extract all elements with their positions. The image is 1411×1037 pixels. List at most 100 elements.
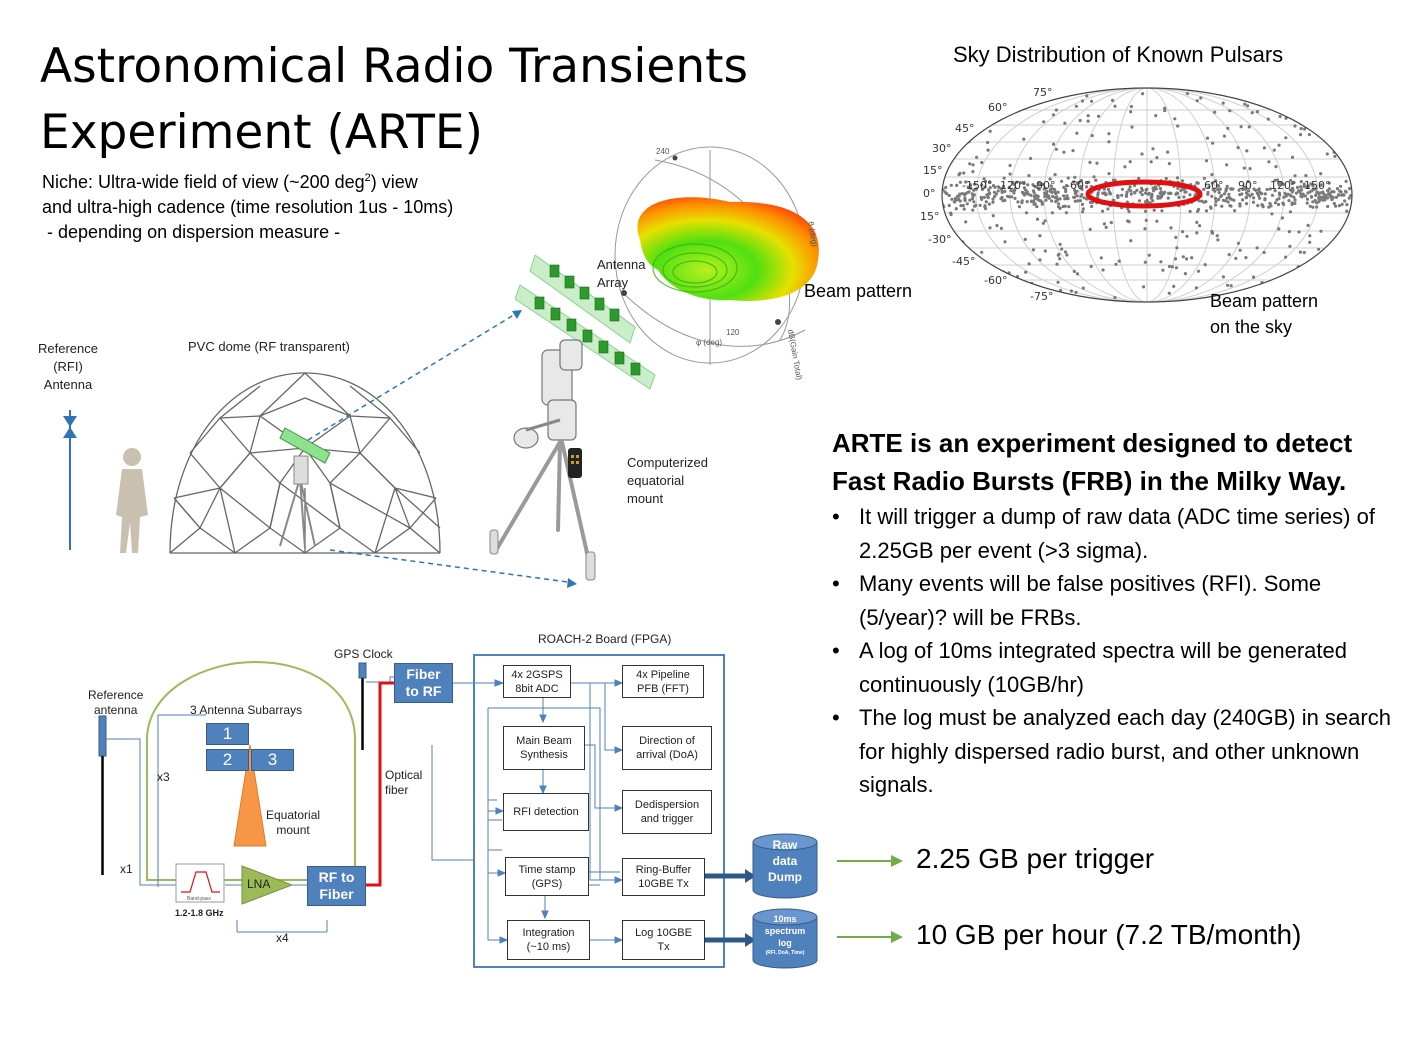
beam-pattern-label: Beam pattern [804, 281, 913, 301]
pulsar-dot [1109, 221, 1113, 225]
reference-rfi-antenna-label: Reference (RFI) Antenna [38, 341, 98, 392]
pulsar-dot [1124, 194, 1128, 198]
pulsar-dot [1299, 188, 1304, 192]
lat-label: -60° [984, 274, 1007, 287]
pulsar-dot [1101, 191, 1105, 195]
lat-label: -75° [1030, 290, 1053, 303]
bandpass-label: Band-pass [187, 896, 211, 902]
beam-pattern-3d: 240 120 φ (deg) θ (deg) dB(Gain Total) [614, 146, 819, 380]
pulsar-dot [1216, 187, 1220, 191]
pulsar-dot [1345, 209, 1349, 213]
pulsar-dot [1127, 188, 1131, 192]
pulsar-dot [1152, 208, 1156, 212]
pulsar-dot [1272, 148, 1276, 152]
pulsar-dot [1058, 242, 1062, 246]
pulsar-dot [1260, 203, 1264, 207]
pulsar-dot [1144, 191, 1148, 195]
bandpass-filter [175, 863, 225, 903]
pulsar-dot [1334, 119, 1338, 123]
pulsar-dot [1069, 289, 1073, 293]
pulsar-dot [1188, 209, 1192, 213]
pulsar-dot [1195, 99, 1199, 103]
spectrum-log-cylinder [752, 908, 818, 969]
pulsar-dot [968, 162, 972, 166]
pulsar-dot [1333, 154, 1337, 158]
pulsar-dot [983, 205, 987, 209]
pulsar-dot [1027, 262, 1031, 266]
pulsar-dot [1344, 190, 1348, 194]
pulsar-dot [1104, 225, 1108, 229]
pulsar-dot [1305, 184, 1309, 188]
subarray-dome-outline [146, 660, 356, 881]
pulsar-dot [1022, 137, 1026, 141]
pulsar-dot [1128, 160, 1132, 164]
lna-label: LNA [247, 877, 271, 891]
pulsar-dot [1245, 202, 1249, 206]
pulsar-dot [1067, 205, 1071, 209]
x4-label: x4 [276, 931, 289, 945]
output-trigger: 2.25 GB per trigger [916, 843, 1155, 874]
pulsar-dot [1163, 109, 1167, 113]
pulsar-dot [972, 200, 976, 204]
headline-line-2: Fast Radio Bursts (FRB) in the Milky Way… [832, 466, 1347, 496]
pulsar-dot [1054, 192, 1058, 196]
pulsar-dot [1339, 184, 1343, 188]
lat-label: 0° [923, 187, 936, 200]
pulsar-dot [1054, 108, 1058, 112]
pulsar-dot [1310, 189, 1314, 193]
pulsar-dot [1277, 143, 1281, 147]
pulsar-dot [1314, 193, 1318, 197]
pulsar-dot [1226, 126, 1230, 130]
pulsar-dot [1174, 235, 1178, 239]
pulsar-dot [1222, 134, 1226, 138]
pulsar-dot [1155, 156, 1159, 160]
pulsar-dot [1123, 165, 1127, 169]
pulsar-dot [1256, 188, 1260, 192]
pulsar-dot [1276, 181, 1281, 185]
pulsar-dot [1287, 199, 1291, 203]
pulsar-dot [1292, 195, 1296, 199]
pulsar-dot [1040, 182, 1044, 186]
pulsar-dot [1241, 198, 1245, 202]
pulsar-dot [1154, 114, 1158, 118]
pulsar-dot [972, 193, 976, 197]
raw-dump-label: Raw data Dump [768, 838, 802, 884]
pulsar-dot [1173, 257, 1178, 261]
pulsar-dot [971, 208, 975, 212]
pulsar-dot [1324, 90, 1328, 94]
pulsar-dot [1350, 211, 1352, 215]
subarray-2: 2 [206, 749, 249, 771]
pulsar-dot [1277, 227, 1281, 231]
pulsar-dot [1007, 195, 1011, 199]
pulsar-dot [1008, 172, 1012, 176]
pulsar-dot [1007, 276, 1011, 280]
pulsar-dot [1175, 246, 1179, 250]
computerized-mount-label: Computerized equatorial mount [627, 455, 708, 506]
pulsar-dot [1332, 201, 1336, 206]
pulsar-dot [1038, 258, 1042, 262]
pulsar-dot [1334, 195, 1339, 199]
pulsar-dot [1196, 209, 1200, 213]
pulsar-dot [1080, 202, 1085, 206]
pulsar-dot [1175, 176, 1180, 180]
pulsar-dot [944, 185, 948, 190]
sky-map: 75° 60° 45° 30° 15° 0° -15° -30° -45° -6… [920, 86, 1353, 303]
pulsar-dot [995, 224, 999, 228]
pulsar-dot [1035, 205, 1039, 209]
pulsar-dot [1050, 199, 1054, 203]
pulsar-dot [1329, 194, 1333, 198]
pulsar-dot [1222, 192, 1227, 196]
pulsar-dot [1284, 255, 1288, 259]
pulsar-dot [1211, 187, 1215, 192]
pulsar-dot [943, 190, 947, 194]
pulsar-dot [1167, 162, 1171, 166]
pulsar-dot [1288, 210, 1292, 214]
pulsar-dot [1282, 195, 1286, 199]
pulsar-dot [1188, 193, 1192, 197]
pvc-dome [169, 372, 441, 554]
pulsar-dot [991, 214, 995, 218]
raw-dump-cylinder [752, 833, 818, 899]
lon-label: 90° [1238, 179, 1258, 192]
